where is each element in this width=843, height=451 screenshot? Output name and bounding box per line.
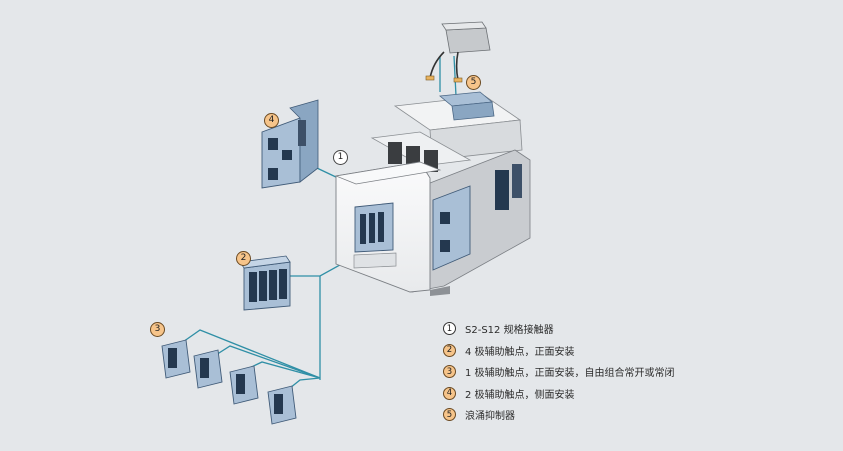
legend-item: 5 浪涌抑制器: [443, 404, 675, 426]
legend-number: 4: [443, 386, 456, 400]
four-pole-aux-contact: [239, 255, 291, 311]
one-pole-aux-module: [229, 365, 259, 405]
surge-suppressor: [425, 21, 491, 83]
legend-label: S2-S12 规格接触器: [465, 325, 554, 337]
callout-4: 4: [264, 113, 279, 128]
legend-number: 1: [443, 322, 456, 336]
side-aux-contact: [261, 99, 319, 189]
callout-3: 3: [150, 322, 165, 337]
one-pole-aux-module: [267, 385, 297, 425]
callout-5: 5: [466, 75, 481, 90]
legend-item: 4 2 极辅助触点，侧面安装: [443, 383, 675, 405]
legend-label: 1 极辅助触点，正面安装，自由组合常开或常闭: [465, 368, 675, 380]
legend-number: 2: [443, 343, 456, 357]
main-contactor: [334, 91, 531, 296]
one-pole-aux-module: [193, 349, 223, 389]
legend-item: 2 4 极辅助触点，正面安装: [443, 340, 675, 362]
legend-item: 3 1 极辅助触点，正面安装，自由组合常开或常闭: [443, 361, 675, 383]
legend: 1 S2-S12 规格接触器 2 4 极辅助触点，正面安装 3 1 极辅助触点，…: [443, 318, 675, 426]
legend-label: 浪涌抑制器: [465, 411, 515, 423]
legend-label: 4 极辅助触点，正面安装: [465, 346, 575, 358]
callout-1: 1: [333, 150, 348, 165]
legend-number: 5: [443, 408, 456, 422]
one-pole-aux-contacts: [161, 339, 297, 425]
one-pole-aux-module: [161, 339, 191, 379]
legend-label: 2 极辅助触点，侧面安装: [465, 389, 575, 401]
legend-item: 1 S2-S12 规格接触器: [443, 318, 675, 340]
legend-number: 3: [443, 365, 456, 379]
callout-2: 2: [236, 251, 251, 266]
